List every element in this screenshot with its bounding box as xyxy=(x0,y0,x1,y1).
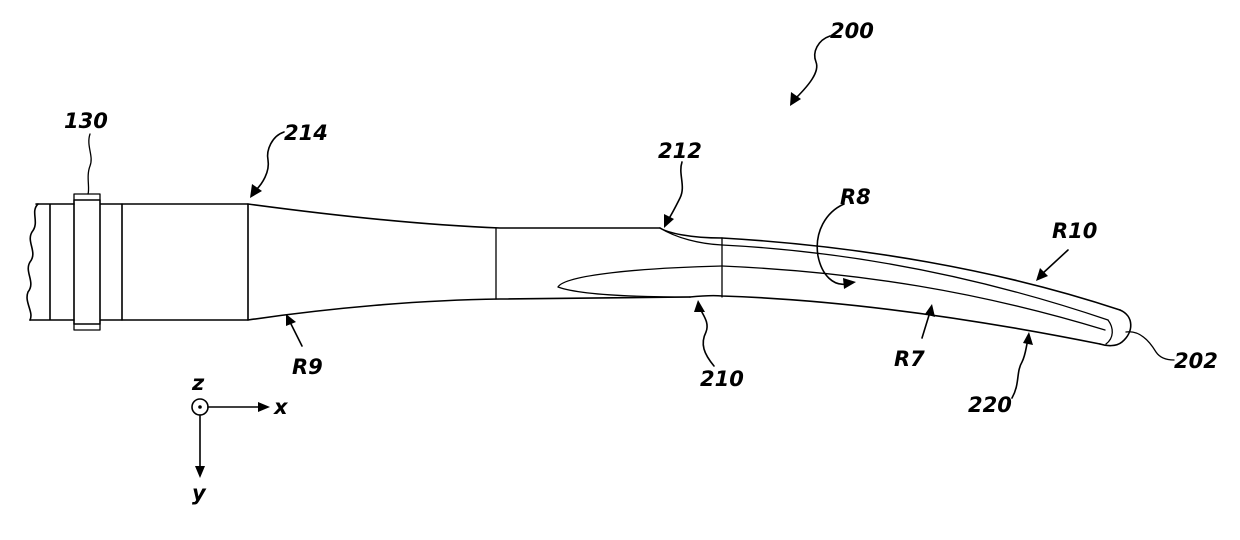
leader-210 xyxy=(700,308,714,366)
label-r8: R8 xyxy=(840,185,871,209)
stub-section xyxy=(30,204,74,320)
x-axis-label: x xyxy=(273,395,289,419)
leaders xyxy=(88,36,1174,398)
label-212: 212 xyxy=(658,139,702,163)
tip-end xyxy=(1100,310,1131,346)
reference-labels: 200 130 214 212 R8 R10 202 R9 210 R7 220 xyxy=(64,19,1218,417)
leader-220 xyxy=(1012,340,1028,398)
collar xyxy=(74,200,122,324)
arrowhead-220 xyxy=(1023,332,1033,345)
arrowhead-212 xyxy=(664,214,674,228)
y-axis-label: y xyxy=(192,481,207,505)
label-220: 220 xyxy=(968,393,1012,417)
leader-r10 xyxy=(1042,250,1068,274)
collar-detail xyxy=(74,194,100,330)
tip-groove-line xyxy=(722,245,1108,320)
label-214: 214 xyxy=(284,121,328,145)
leader-r8 xyxy=(817,204,846,284)
label-r10: R10 xyxy=(1052,219,1097,243)
tip-lower-edge xyxy=(690,296,1100,344)
z-axis-dot xyxy=(198,405,202,409)
shank xyxy=(122,204,248,320)
tip-end-inner xyxy=(1106,320,1112,344)
arrowhead-r8 xyxy=(843,278,856,289)
taper-lower-edge xyxy=(248,297,690,320)
taper-upper-edge xyxy=(248,204,660,228)
label-r9: R9 xyxy=(292,355,323,379)
leader-r7 xyxy=(922,312,930,338)
x-arrowhead xyxy=(258,402,270,412)
label-202: 202 xyxy=(1174,349,1218,373)
z-axis-label: z xyxy=(191,371,205,395)
label-130: 130 xyxy=(64,109,108,133)
leader-r9 xyxy=(290,322,302,346)
coordinate-axes: z x y xyxy=(191,371,289,505)
y-arrowhead xyxy=(195,466,205,478)
flute xyxy=(558,266,722,297)
arrowhead-210 xyxy=(694,300,705,312)
leader-200 xyxy=(796,36,830,98)
leader-212 xyxy=(668,162,682,220)
leader-214 xyxy=(256,132,284,190)
leader-202 xyxy=(1126,332,1174,360)
instrument-body xyxy=(27,194,1131,346)
break-line xyxy=(27,204,38,320)
label-210: 210 xyxy=(700,367,744,391)
leader-130 xyxy=(88,134,91,194)
label-r7: R7 xyxy=(894,347,925,371)
label-200: 200 xyxy=(830,19,874,43)
